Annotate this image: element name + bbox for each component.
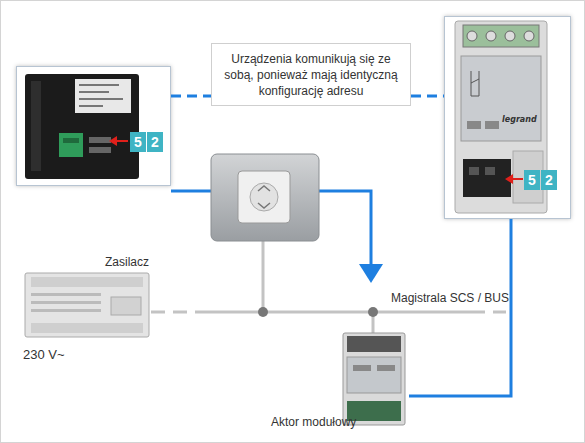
signal-arrowhead [359, 264, 383, 283]
terminal-slot [469, 167, 479, 175]
brand-logo: legrand [502, 115, 537, 124]
device-frame: legrand 52 [444, 16, 571, 219]
module-terminal [463, 159, 511, 197]
address-digit: 5 [130, 132, 146, 152]
terminal-block [59, 133, 83, 157]
power-supply: Zasilacz 230 V~ [21, 255, 156, 367]
signal-wire [317, 191, 371, 267]
callout-box: Urządzenia komunikują się ze sobą, ponie… [211, 43, 411, 106]
sticker-line [79, 84, 119, 86]
power-supply-rib [31, 309, 101, 312]
terminal-screw [63, 138, 79, 143]
bus-drop [262, 239, 265, 312]
bus-junction [368, 307, 378, 317]
power-supply-body [25, 273, 149, 337]
power-supply-terminals [31, 323, 143, 333]
power-supply-rib [31, 301, 101, 304]
bus-line-dashed [471, 311, 506, 314]
actuator-switch [353, 365, 371, 371]
switch-plate [211, 154, 319, 241]
pointer-arrowhead [505, 174, 513, 184]
switch-button [250, 183, 278, 211]
callout-text: Urządzenia komunikują się ze sobą, ponie… [220, 51, 402, 99]
actuator-module: Aktor modułowy [269, 329, 409, 434]
terminal-screw [505, 31, 515, 41]
device-frame: 52 [16, 66, 171, 186]
address-digit: 5 [524, 170, 540, 190]
bus-line-dashed [151, 311, 201, 314]
dashed-connector [411, 95, 444, 98]
module-led [467, 121, 481, 129]
device-label: Zasilacz [105, 255, 149, 269]
device-sticker [75, 79, 131, 113]
bus-label: Magistrala SCS / BUS [391, 291, 509, 305]
pointer-arrowhead [109, 136, 117, 146]
device-pins [89, 137, 111, 143]
terminal-screw [486, 31, 496, 41]
terminal-screw [467, 31, 477, 41]
address-tag: 52 [524, 170, 558, 190]
power-supply-panel [111, 297, 141, 315]
bus-junction [258, 307, 268, 317]
pointer-arrow [116, 140, 128, 142]
address-tag: 52 [130, 132, 164, 152]
sticker-line [79, 105, 103, 107]
device-edge [31, 81, 41, 171]
module-terminals [463, 25, 539, 47]
signal-wire [171, 190, 213, 193]
wire-connector [409, 219, 511, 396]
terminal-screw [524, 31, 534, 41]
actuator-panel [347, 357, 401, 393]
device-label: Aktor modułowy [271, 415, 356, 429]
power-supply-rib [31, 293, 101, 296]
switch-icon [258, 186, 270, 208]
address-digit: 2 [147, 132, 163, 152]
power-supply-terminals [31, 277, 143, 287]
address-digit: 2 [541, 170, 557, 190]
switch-rocker [238, 171, 290, 223]
device-body [25, 74, 139, 179]
actuator-terminals [347, 336, 401, 352]
terminal-slot [485, 167, 495, 175]
dashed-connector [171, 95, 211, 98]
sticker-line [79, 91, 109, 93]
bus-line [201, 311, 471, 314]
module-led [485, 121, 499, 129]
device-label: 230 V~ [23, 347, 65, 362]
sticker-line [79, 98, 123, 100]
pointer-arrow [512, 178, 523, 180]
relay-symbol [471, 71, 479, 96]
module-panel [461, 56, 541, 141]
module-clip [513, 151, 543, 203]
actuator-body [343, 333, 405, 425]
device-pins [89, 147, 111, 153]
actuator-switch [377, 365, 395, 371]
module-body [455, 21, 547, 213]
